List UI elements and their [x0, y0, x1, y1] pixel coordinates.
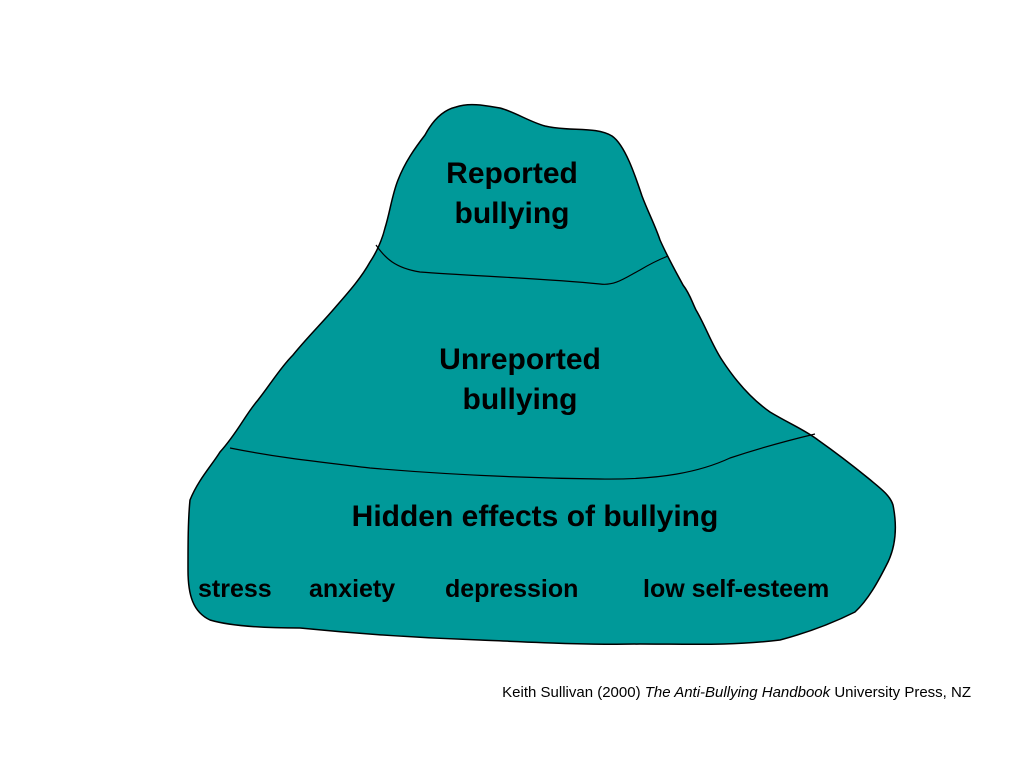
citation-publisher: University Press, NZ [834, 684, 971, 701]
effect-depression: depression [445, 575, 579, 603]
reported-bullying-label: Reported bullying [412, 154, 612, 234]
tier-divider-lower [229, 433, 816, 480]
citation-author: Keith Sullivan (2000) [502, 684, 641, 701]
unreported-bullying-line-2: bullying [462, 383, 578, 416]
tier-divider-upper [375, 244, 669, 285]
effect-anxiety: anxiety [309, 575, 396, 603]
effect-low-self-esteem: low self-esteem [643, 575, 830, 603]
reported-bullying-line-2: bullying [454, 197, 570, 230]
hidden-effects-title: Hidden effects of bullying [351, 500, 719, 533]
citation: Keith Sullivan (2000) The Anti-Bullying … [502, 683, 971, 703]
iceberg-outline [187, 103, 897, 646]
unreported-bullying-label: Unreported bullying [400, 340, 640, 420]
reported-bullying-line-1: Reported [446, 157, 578, 190]
citation-book: The Anti-Bullying Handbook [644, 684, 831, 701]
effect-stress: stress [198, 575, 272, 603]
unreported-bullying-line-1: Unreported [439, 343, 601, 376]
